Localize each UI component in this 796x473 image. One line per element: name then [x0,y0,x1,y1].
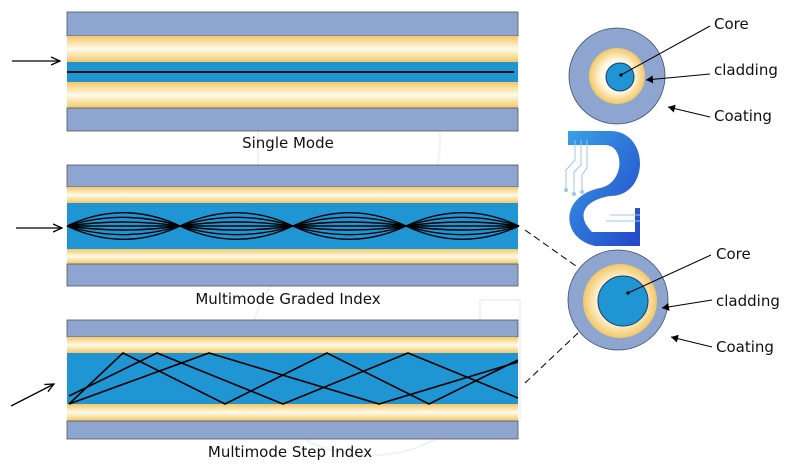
cladding-bottom [67,82,518,108]
ray-path [292,216,407,227]
light-rays [68,352,519,405]
fiber-caption: Multimode Graded Index [195,290,380,308]
cross-section-multimode: Core cladding Coating [567,245,780,356]
ray-path [179,216,294,227]
fiber-caption: Single Mode [242,134,334,152]
ray-path [179,225,294,231]
ray-path [405,225,520,231]
cladding-top [67,337,518,353]
cladding-top [67,187,518,203]
ray-path [66,225,181,240]
core-disc [605,62,635,92]
brand-logo-icon [564,131,640,246]
coating-top [66,319,519,338]
cladding-label: cladding [714,61,778,79]
connector-dashed [524,229,577,267]
coating-label: Coating [716,338,774,356]
light-rays [66,212,520,240]
ray-path [405,225,520,240]
cladding-bottom [67,404,518,421]
ray-path [66,225,181,231]
fiber-graded-index: Multimode Graded Index [66,164,520,308]
coating-top [66,11,519,37]
fiber-single-mode: Single Mode [66,11,519,152]
cross-section-single: Core cladding Coating [568,15,778,125]
coating-top [66,164,519,188]
ray-path [66,216,181,227]
fiber-step-index: Multimode Step Index [66,319,519,461]
ray-path [66,225,181,236]
core-label: Core [716,245,751,263]
ray-path [405,216,520,227]
cladding-label: cladding [716,292,780,310]
cladding-top [67,36,518,62]
core-disc [597,275,649,327]
ray-path [292,225,407,240]
ray-path [66,212,181,227]
fiber-caption: Multimode Step Index [208,443,372,461]
ray-path [292,225,407,236]
ray-path [405,221,520,227]
coating-bottom [66,107,519,132]
cladding-bottom [67,249,518,264]
ray-path [66,221,181,227]
ray-path [292,221,407,227]
ray-path [179,225,294,236]
ray-path [179,225,294,240]
ray-path [179,221,294,227]
core-label: Core [714,15,749,33]
coating-bottom [66,420,519,440]
ray-path [405,225,520,236]
input-arrow-icon [10,384,54,407]
ray-path [405,212,520,227]
ray-path [292,225,407,231]
coating-label: Coating [714,107,772,125]
coating-bottom [66,263,519,287]
ray-path [179,212,294,227]
connector-dashed [524,332,579,384]
ray-path [292,212,407,227]
